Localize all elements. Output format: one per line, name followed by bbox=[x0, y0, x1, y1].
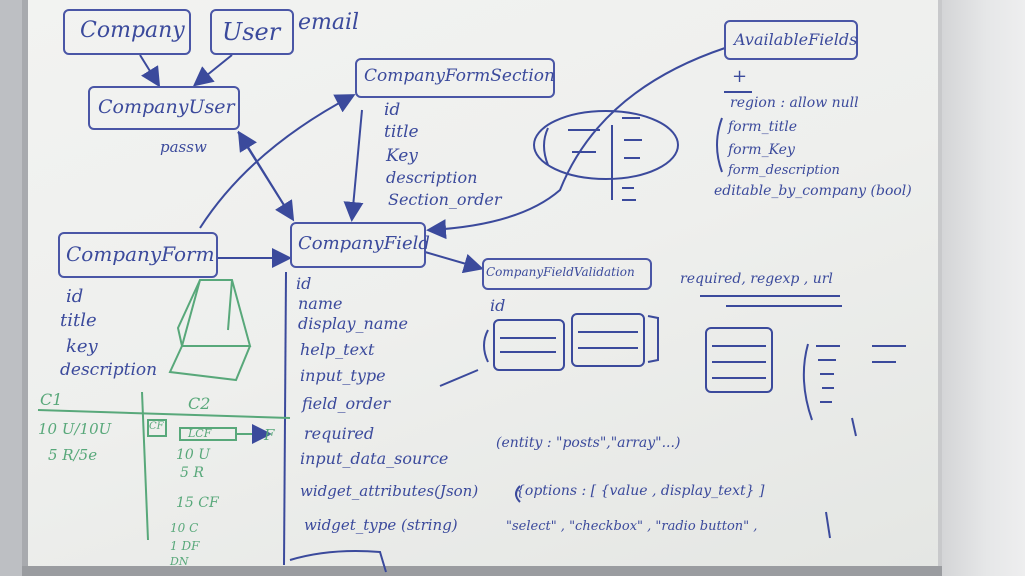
green-lcf: LCF bbox=[188, 427, 212, 440]
form-attr-description: description bbox=[60, 360, 158, 380]
available-attr-region: region : allow null bbox=[730, 95, 859, 111]
company-user-entity-label: CompanyUser bbox=[98, 96, 235, 118]
field-attr-widget-type: widget_type (string) bbox=[304, 516, 458, 534]
widget-types-note: "select" , "checkbox" , "radio button" , bbox=[506, 519, 758, 534]
user-email-note: email bbox=[298, 10, 360, 35]
green-col2-a: 10 U bbox=[176, 447, 211, 463]
company-form-section-box bbox=[355, 58, 555, 98]
company-entity-box bbox=[63, 9, 191, 55]
entity-source-note: (entity : "posts","array"...) bbox=[496, 435, 681, 451]
user-entity-label: User bbox=[222, 18, 281, 46]
green-col3-b: 1 DF bbox=[170, 539, 200, 553]
user-entity-box bbox=[210, 9, 294, 55]
green-col3-c: DN bbox=[170, 555, 189, 568]
field-attr-input-type: input_type bbox=[300, 366, 386, 385]
green-f: F bbox=[264, 426, 275, 444]
company-user-password-note: passw bbox=[160, 138, 207, 156]
validation-types-note: required, regexp , url bbox=[680, 271, 833, 287]
company-form-box bbox=[58, 232, 218, 278]
green-col3-a: 10 C bbox=[170, 521, 199, 535]
available-fields-box bbox=[724, 20, 858, 60]
form-attr-id: id bbox=[66, 286, 84, 307]
company-field-validation-box bbox=[482, 258, 652, 290]
section-attr-key: Key bbox=[386, 146, 418, 166]
available-fields-label: AvailableFields bbox=[734, 30, 858, 49]
company-field-label: CompanyField bbox=[298, 233, 430, 254]
available-attr-plus: + bbox=[732, 66, 748, 87]
field-attr-required: required bbox=[304, 424, 375, 443]
field-attr-help-text: help_text bbox=[300, 340, 375, 359]
green-row2: 5 R/5e bbox=[48, 446, 98, 464]
available-attr-form-description: form_description bbox=[728, 163, 840, 178]
wall-background bbox=[930, 0, 1025, 576]
available-attr-form-key: form_Key bbox=[728, 142, 795, 158]
form-attr-title: title bbox=[60, 310, 97, 331]
available-attr-editable: editable_by_company (bool) bbox=[714, 183, 912, 199]
section-attr-id: id bbox=[384, 100, 401, 120]
section-attr-title: title bbox=[384, 122, 419, 142]
form-attr-key: key bbox=[66, 336, 98, 357]
company-form-label: CompanyForm bbox=[66, 242, 215, 266]
options-note: {options : [ {value , display_text} ] bbox=[516, 483, 765, 499]
field-attr-id: id bbox=[296, 274, 312, 293]
company-form-section-label: CompanyFormSection bbox=[364, 66, 555, 86]
field-attr-display-name: display_name bbox=[298, 314, 408, 333]
company-field-box bbox=[290, 222, 426, 268]
field-attr-name: name bbox=[298, 294, 343, 313]
green-col2-c: 15 CF bbox=[176, 495, 219, 511]
whiteboard-tray bbox=[22, 566, 942, 576]
company-field-validation-label: CompanyFieldValidation bbox=[486, 265, 635, 279]
green-c1: C1 bbox=[40, 390, 63, 409]
section-attr-description: description bbox=[386, 168, 478, 187]
available-attr-form-title: form_title bbox=[728, 119, 798, 135]
field-attr-field-order: field_order bbox=[302, 394, 391, 413]
green-c2: C2 bbox=[188, 394, 211, 413]
section-attr-order: Section_order bbox=[388, 190, 502, 209]
company-user-entity-box bbox=[88, 86, 240, 130]
green-cf-box: CF bbox=[149, 421, 164, 432]
green-row1: 10 U/10U bbox=[38, 420, 112, 438]
green-col2-b: 5 R bbox=[180, 465, 204, 481]
validation-attr-id: id bbox=[490, 296, 506, 315]
field-attr-widget-attributes: widget_attributes(Json) bbox=[300, 482, 479, 500]
company-entity-label: Company bbox=[80, 18, 185, 43]
field-attr-input-data-source: input_data_source bbox=[300, 449, 449, 468]
